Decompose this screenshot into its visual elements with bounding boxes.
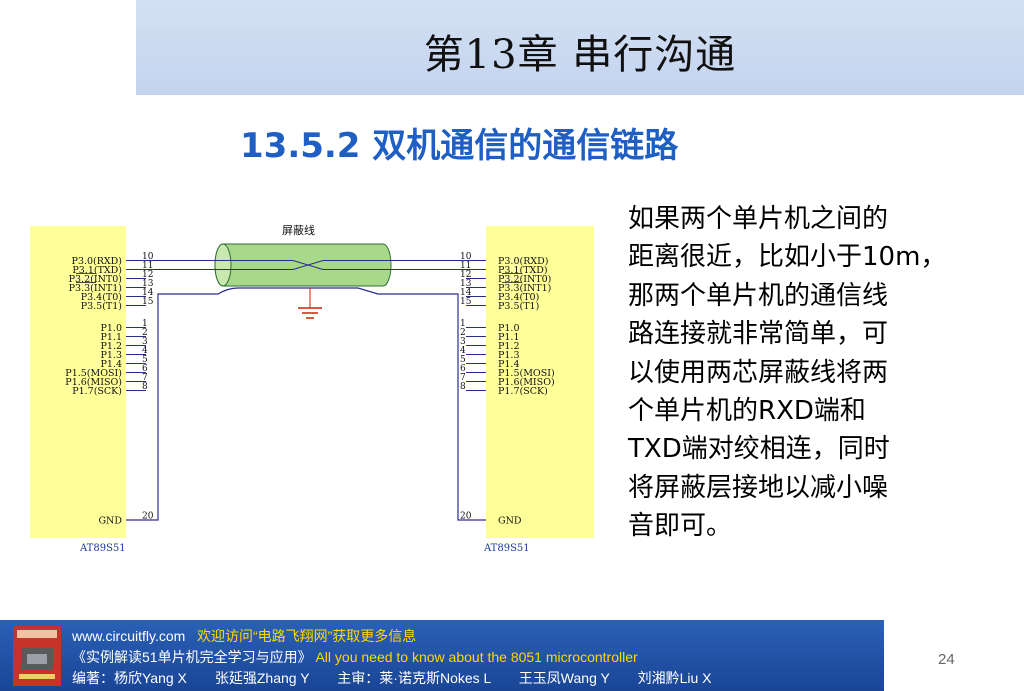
pin-number: 15 [460,297,472,307]
pin-number: 7 [142,373,148,383]
pin-label: P3.2(INT0) [69,274,122,285]
pin-number: 1 [460,319,466,329]
pin-label: P1.7(SCK) [498,386,548,397]
body-text-line: 如果两个单片机之间的 [628,204,889,234]
pin-number: 6 [460,364,466,374]
pin-label: P1.3 [100,350,122,361]
pin-number: 2 [460,328,466,338]
body-text-line: 距离很近，比如小于10m， [628,242,947,273]
pin-label: P1.2 [498,341,520,352]
body-text-line: 音即可。 [628,511,733,542]
shield-cable-end [214,243,232,287]
pin-label: P1.0 [100,323,122,334]
body-text-line: TXD端对绞相连，同时 [628,434,890,465]
wire-rxd-txd [126,260,486,270]
pin-label: P3.2(INT0) [498,274,551,285]
book-title-cn: 《实例解读51单片机完全学习与应用》 [72,649,312,665]
body-text-line: 路连接就非常简单，可 [628,319,889,350]
pin-number: 20 [142,512,154,522]
pin-label: P1.4 [100,359,122,370]
page-number: 24 [938,651,955,668]
wire-gnd [126,287,486,521]
footer-credits: 编著：杨欣Yang X 张延强Zhang Y 主审：莱·诺克斯Nokes L 王… [72,670,712,686]
pin-label: P1.1 [498,332,520,343]
pin-label: P1.1 [100,332,122,343]
ground-symbol [298,288,322,319]
pin-number: 15 [142,297,154,307]
pin-label: P3.0(RXD) [498,256,548,267]
serial-link-diagram: P3.0(RXD)10P3.1(TXD)11P3.2(INT0)12P3.3(I… [30,223,594,554]
pin-label: P3.4(T0) [498,292,539,303]
left-chip-name: AT89S51 [79,543,126,554]
pin-label: P1.7(SCK) [72,386,122,397]
pin-label: P3.1(TXD) [72,265,122,276]
pin-label: GND [498,516,522,527]
pin-label: P3.5(T1) [81,301,122,312]
title-bar: 第13章 串行沟通 [136,0,1024,95]
pin-label: P3.4(T0) [81,292,122,303]
body-text-line: 以使用两芯屏蔽线将两 [628,357,889,388]
pin-number: 5 [142,355,148,365]
pin-label: P3.1(TXD) [498,265,548,276]
pin-number: 20 [460,512,472,522]
pin-label: P1.6(MISO) [498,377,555,388]
pin-number: 3 [460,337,466,347]
pin-label: P3.3(INT1) [498,283,551,294]
pin-number: 14 [460,288,472,298]
body-text-line: 个单片机的RXD端和 [628,396,866,427]
pin-number: 5 [460,355,466,365]
pin-number: 10 [142,252,154,262]
pin-label: P1.5(MOSI) [65,368,122,379]
pin-number: 8 [142,382,148,392]
pin-number: 13 [142,279,154,289]
pin-number: 11 [142,261,153,271]
footer-line-2: 《实例解读51单片机完全学习与应用》 All you need to know … [72,647,638,667]
body-text-line: 将屏蔽层接地以减小噪 [628,472,889,503]
pin-number: 13 [460,279,472,289]
pin-number: 4 [460,346,466,356]
pin-number: 6 [142,364,148,374]
pin-label: P3.5(T1) [498,301,539,312]
pin-number: 8 [460,382,466,392]
pin-label: P1.2 [100,341,122,352]
pin-label: P1.3 [498,350,520,361]
pin-label: P3.0(RXD) [72,256,122,267]
pin-number: 1 [142,319,148,329]
pin-label: P1.5(MOSI) [498,368,555,379]
shield-label: 屏蔽线 [282,223,315,237]
pin-label: P1.6(MISO) [65,377,122,388]
right-chip-name: AT89S51 [483,543,530,554]
pin-number: 12 [142,270,153,280]
pin-number: 2 [142,328,148,338]
pin-label: P3.3(INT1) [69,283,122,294]
body-text: 如果两个单片机之间的距离很近，比如小于10m， 那两个单片机的通信线路连接就非常简… [628,200,1018,546]
footer-line-1: www.circuitfly.com 欢迎访问“电路飞翔网”获取更多信息 [72,626,416,646]
pin-number: 14 [142,288,154,298]
pin-number: 10 [460,252,472,262]
pin-number: 4 [142,346,148,356]
footer: www.circuitfly.com 欢迎访问“电路飞翔网”获取更多信息 《实例… [0,620,884,691]
shield-cable [214,243,392,287]
book-title-en: All you need to know about the 8051 micr… [315,649,638,665]
right-chip [486,226,594,538]
pin-number: 11 [460,261,471,271]
left-chip [30,226,126,538]
chapter-title: 第13章 串行沟通 [423,32,737,78]
pin-number: 7 [460,373,466,383]
pin-label: P1.0 [498,323,520,334]
section-title: 13.5.2 双机通信的通信链路 [240,126,679,166]
website-link[interactable]: www.circuitfly.com [72,628,186,644]
book-cover-icon [13,626,61,686]
pin-label: GND [98,516,122,527]
welcome-text: 欢迎访问“电路飞翔网”获取更多信息 [196,628,417,644]
pin-number: 3 [142,337,148,347]
pin-label: P1.4 [498,359,520,370]
pin-number: 12 [460,270,471,280]
body-text-line: 那两个单片机的通信线 [628,280,889,311]
